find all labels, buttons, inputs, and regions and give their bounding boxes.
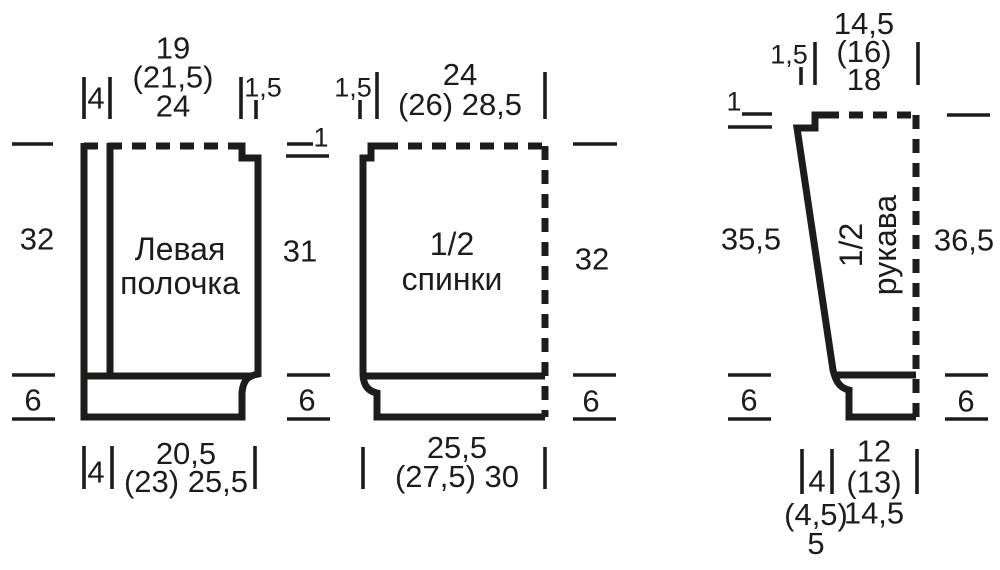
left-front-right-rib-height: 6	[298, 382, 316, 418]
back-top-width: 24 (26) 28,5	[397, 57, 523, 122]
sleeve-left-rib-height: 6	[740, 382, 758, 418]
left-front-top-step-width: 1,5	[244, 72, 282, 103]
sleeve-top-step-width: 1,5	[770, 39, 808, 70]
sleeve-right-rib-height: 6	[957, 383, 975, 419]
sleeve-bottom-inner-width-alt: (4,5) 5	[784, 497, 848, 561]
sleeve-left-height: 35,5	[720, 221, 782, 257]
sleeve-half-outline	[792, 111, 916, 421]
left-front-top-width: 19 (21,5) 24	[132, 30, 214, 124]
left-front-bottom-band-width: 4	[87, 454, 105, 490]
back-label: 1/2 спинки	[401, 226, 503, 297]
sleeve-bottom-width: 12 (13) 14,5	[843, 433, 905, 531]
sleeve-top-width: 14,5 (16) 18	[833, 6, 895, 97]
left-front-neck-step-depth: 1	[313, 122, 329, 153]
back-right-height: 32	[574, 241, 610, 277]
left-front-bottom-width: 20,5 (23) 25,5	[123, 436, 249, 499]
sleeve-bottom-inner-width: 4	[808, 463, 826, 499]
left-front-top-band-width: 4	[87, 80, 105, 116]
left-front-left-height: 32	[19, 221, 55, 257]
measurement-ticks	[12, 42, 990, 494]
back-half-piece	[359, 142, 549, 421]
back-right-rib-height: 6	[582, 383, 600, 419]
sleeve-left-step-depth: 1	[726, 86, 742, 117]
back-bottom-width: 25,5 (27,5) 30	[394, 430, 520, 494]
left-front-right-height: 31	[282, 233, 318, 269]
sleeve-half-piece	[792, 111, 920, 421]
left-front-piece	[80, 142, 262, 421]
sleeve-right-height: 36,5	[933, 222, 995, 258]
left-front-label: Левая полочка	[120, 231, 240, 301]
back-half-outline	[359, 142, 545, 421]
left-front-left-rib-height: 6	[24, 382, 42, 418]
sleeve-label: 1/2 рукава	[833, 194, 903, 296]
back-top-step-width: 1,5	[334, 72, 372, 103]
